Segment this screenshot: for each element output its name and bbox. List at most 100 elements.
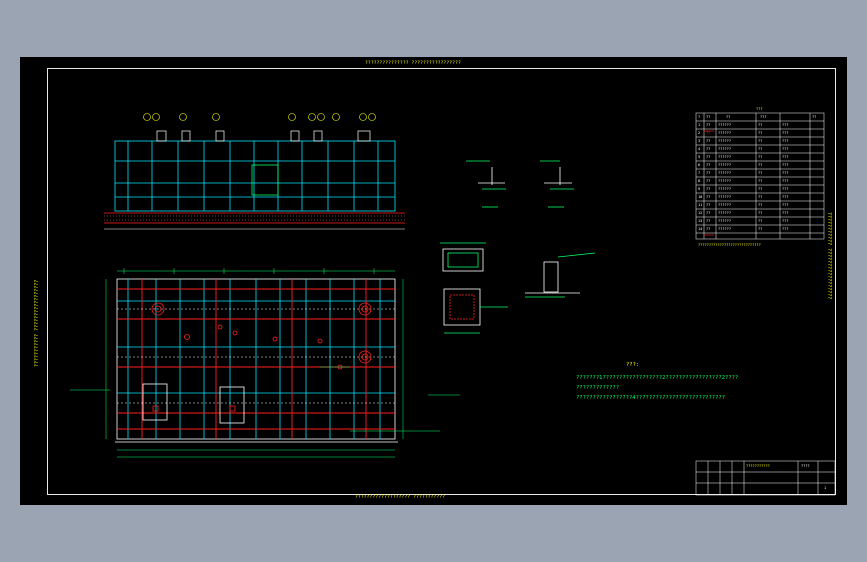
drawing-frame [47, 68, 836, 495]
table-cell: ?? [758, 179, 763, 183]
table-cell: ?????? [718, 139, 731, 143]
plan-hatches [142, 383, 245, 424]
table-cell: ?? [758, 139, 763, 143]
elevation-base [104, 212, 405, 224]
table-cell: ?? [706, 179, 711, 183]
table-cell: ?????? [718, 155, 731, 159]
table-cell: ??? [782, 211, 789, 215]
table-cell: ?????? [718, 195, 731, 199]
table-cell: ?? [758, 211, 763, 215]
table-cell: 9 [698, 187, 701, 191]
parts-table [695, 112, 825, 240]
cad-viewport[interactable]: ??????????????? ????????????????? ??????… [20, 57, 847, 505]
table-cell: ?? [758, 219, 763, 223]
elevation-callouts [143, 113, 376, 121]
table-cell: ??? [782, 123, 789, 127]
table-cell: ?? [758, 147, 763, 151]
table-cell: ??? [782, 179, 789, 183]
table-cell: ?? [706, 163, 711, 167]
table-cell: ?? [758, 227, 763, 231]
table-cell: ?????? [718, 219, 731, 223]
table-cell: ?????? [718, 203, 731, 207]
table-cell: ?????? [718, 179, 731, 183]
table-cell: ?? [758, 163, 763, 167]
note-line-3: ?????????????????4??????????????????????… [576, 395, 726, 401]
plan-outline [115, 278, 398, 443]
drawing-title-bottom: ??????????????????? ??????????? [355, 495, 446, 500]
note-line-1: ???????1??????????????????2?????????????… [576, 375, 739, 381]
table-cell: ?? [706, 219, 711, 223]
table-cell: ??? [782, 163, 789, 167]
titleblock-name: ??????????? [746, 464, 770, 468]
table-cell: ?????? [718, 131, 731, 135]
table-cell: ?? [758, 155, 763, 159]
table-cell: ??? [782, 227, 789, 231]
detail-5 [525, 252, 596, 298]
parts-table-red [704, 130, 714, 236]
table-cell: ?? [758, 123, 763, 127]
table-cell: ?????? [718, 211, 731, 215]
plan-dimensions [70, 268, 460, 458]
table-cell: ?? [758, 131, 763, 135]
table-cell: 10 [698, 195, 703, 199]
table-header-qty: ??? [760, 115, 767, 119]
table-cell: ?????? [718, 187, 731, 191]
table-cell: ?? [758, 171, 763, 175]
table-cell: ?? [706, 131, 711, 135]
note-line-2: ????????????? [576, 385, 620, 391]
detail-2 [540, 160, 574, 208]
table-header-no: ? [698, 115, 701, 119]
table-cell: 3 [698, 139, 701, 143]
table-cell: ??? [782, 171, 789, 175]
table-cell: 11 [698, 203, 703, 207]
table-cell: ??? [782, 195, 789, 199]
table-cell: ?????? [718, 227, 731, 231]
table-cell: ?? [706, 123, 711, 127]
table-cell: ??? [782, 147, 789, 151]
table-cell: ?? [706, 203, 711, 207]
table-header-code: ?? [706, 115, 711, 119]
table-title: ??? [756, 107, 763, 111]
table-cell: 2 [698, 131, 701, 135]
table-cell: ??? [782, 139, 789, 143]
elevation-top-fittings [156, 130, 371, 142]
plan-grid-red [117, 279, 395, 439]
table-cell: ?? [758, 203, 763, 207]
drawing-canvas [70, 112, 836, 496]
table-cell: ??? [782, 219, 789, 223]
table-cell: ?? [706, 139, 711, 143]
table-cell: ?? [706, 195, 711, 199]
table-cell: ?? [706, 227, 711, 231]
table-header-name: ?? [726, 115, 731, 119]
table-cell: 13 [698, 219, 703, 223]
table-cell: ?? [706, 187, 711, 191]
table-cell: ?????? [718, 123, 731, 127]
table-cell: ?? [706, 147, 711, 151]
table-header-note: ?? [812, 115, 817, 119]
plan-openings [151, 302, 372, 370]
table-cell: 5 [698, 155, 701, 159]
detail-1 [466, 160, 506, 208]
detail-4 [443, 288, 508, 334]
table-cell: ?????? [718, 163, 731, 167]
plan-grid-cyan [117, 279, 395, 439]
detail-3 [440, 242, 486, 272]
table-cell: ?? [706, 211, 711, 215]
table-cell: 4 [698, 147, 701, 151]
table-cell: ??? [782, 155, 789, 159]
table-cell: 1 [698, 123, 701, 127]
table-cell: ?????? [718, 171, 731, 175]
table-cell: ?? [706, 155, 711, 159]
table-cell: 7 [698, 171, 701, 175]
titleblock-sheet: 1 [824, 486, 827, 490]
table-cell: ??? [782, 131, 789, 135]
table-footnote: ????????????????????????????? [698, 243, 761, 247]
table-cell: ??? [782, 203, 789, 207]
table-cell: ?? [758, 187, 763, 191]
table-cell: ?? [758, 195, 763, 199]
drawing-title-top: ??????????????? ????????????????? [365, 61, 462, 66]
titleblock-code: ???? [801, 464, 810, 468]
table-cell: 8 [698, 179, 701, 183]
table-cell: ?? [706, 171, 711, 175]
table-cell: ?????? [718, 147, 731, 151]
